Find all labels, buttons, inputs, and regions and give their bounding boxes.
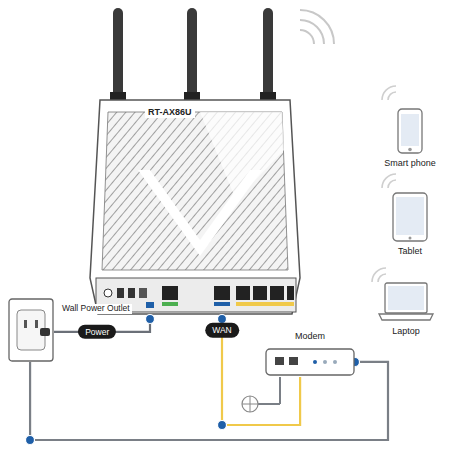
cable-label: Power — [78, 325, 116, 340]
outlet-device: Wall Power Outlet — [8, 298, 54, 362]
phone-icon — [376, 108, 444, 154]
internet-jack — [242, 377, 280, 412]
laptop-icon — [366, 282, 446, 322]
device-wifi-waves — [372, 86, 396, 282]
tablet-device: Tablet — [376, 192, 444, 256]
antennas — [110, 8, 276, 102]
device-label: Tablet — [376, 246, 444, 256]
device-label: RT-AX86U — [145, 106, 195, 118]
device-label: Wall Power Outlet — [60, 304, 132, 314]
laptop-device: Laptop — [366, 282, 446, 336]
phone-device: Smart phone — [376, 108, 444, 168]
router-box: RT-AX86U — [95, 98, 295, 315]
tablet-icon — [376, 192, 444, 242]
device-label: Laptop — [366, 326, 446, 336]
router-body — [90, 100, 300, 314]
modem-device: Modem — [265, 345, 355, 377]
device-label: Modem — [265, 331, 355, 341]
device-label: Smart phone — [376, 158, 444, 168]
cable-label: WAN — [205, 323, 239, 338]
wifi-waves — [300, 10, 334, 44]
